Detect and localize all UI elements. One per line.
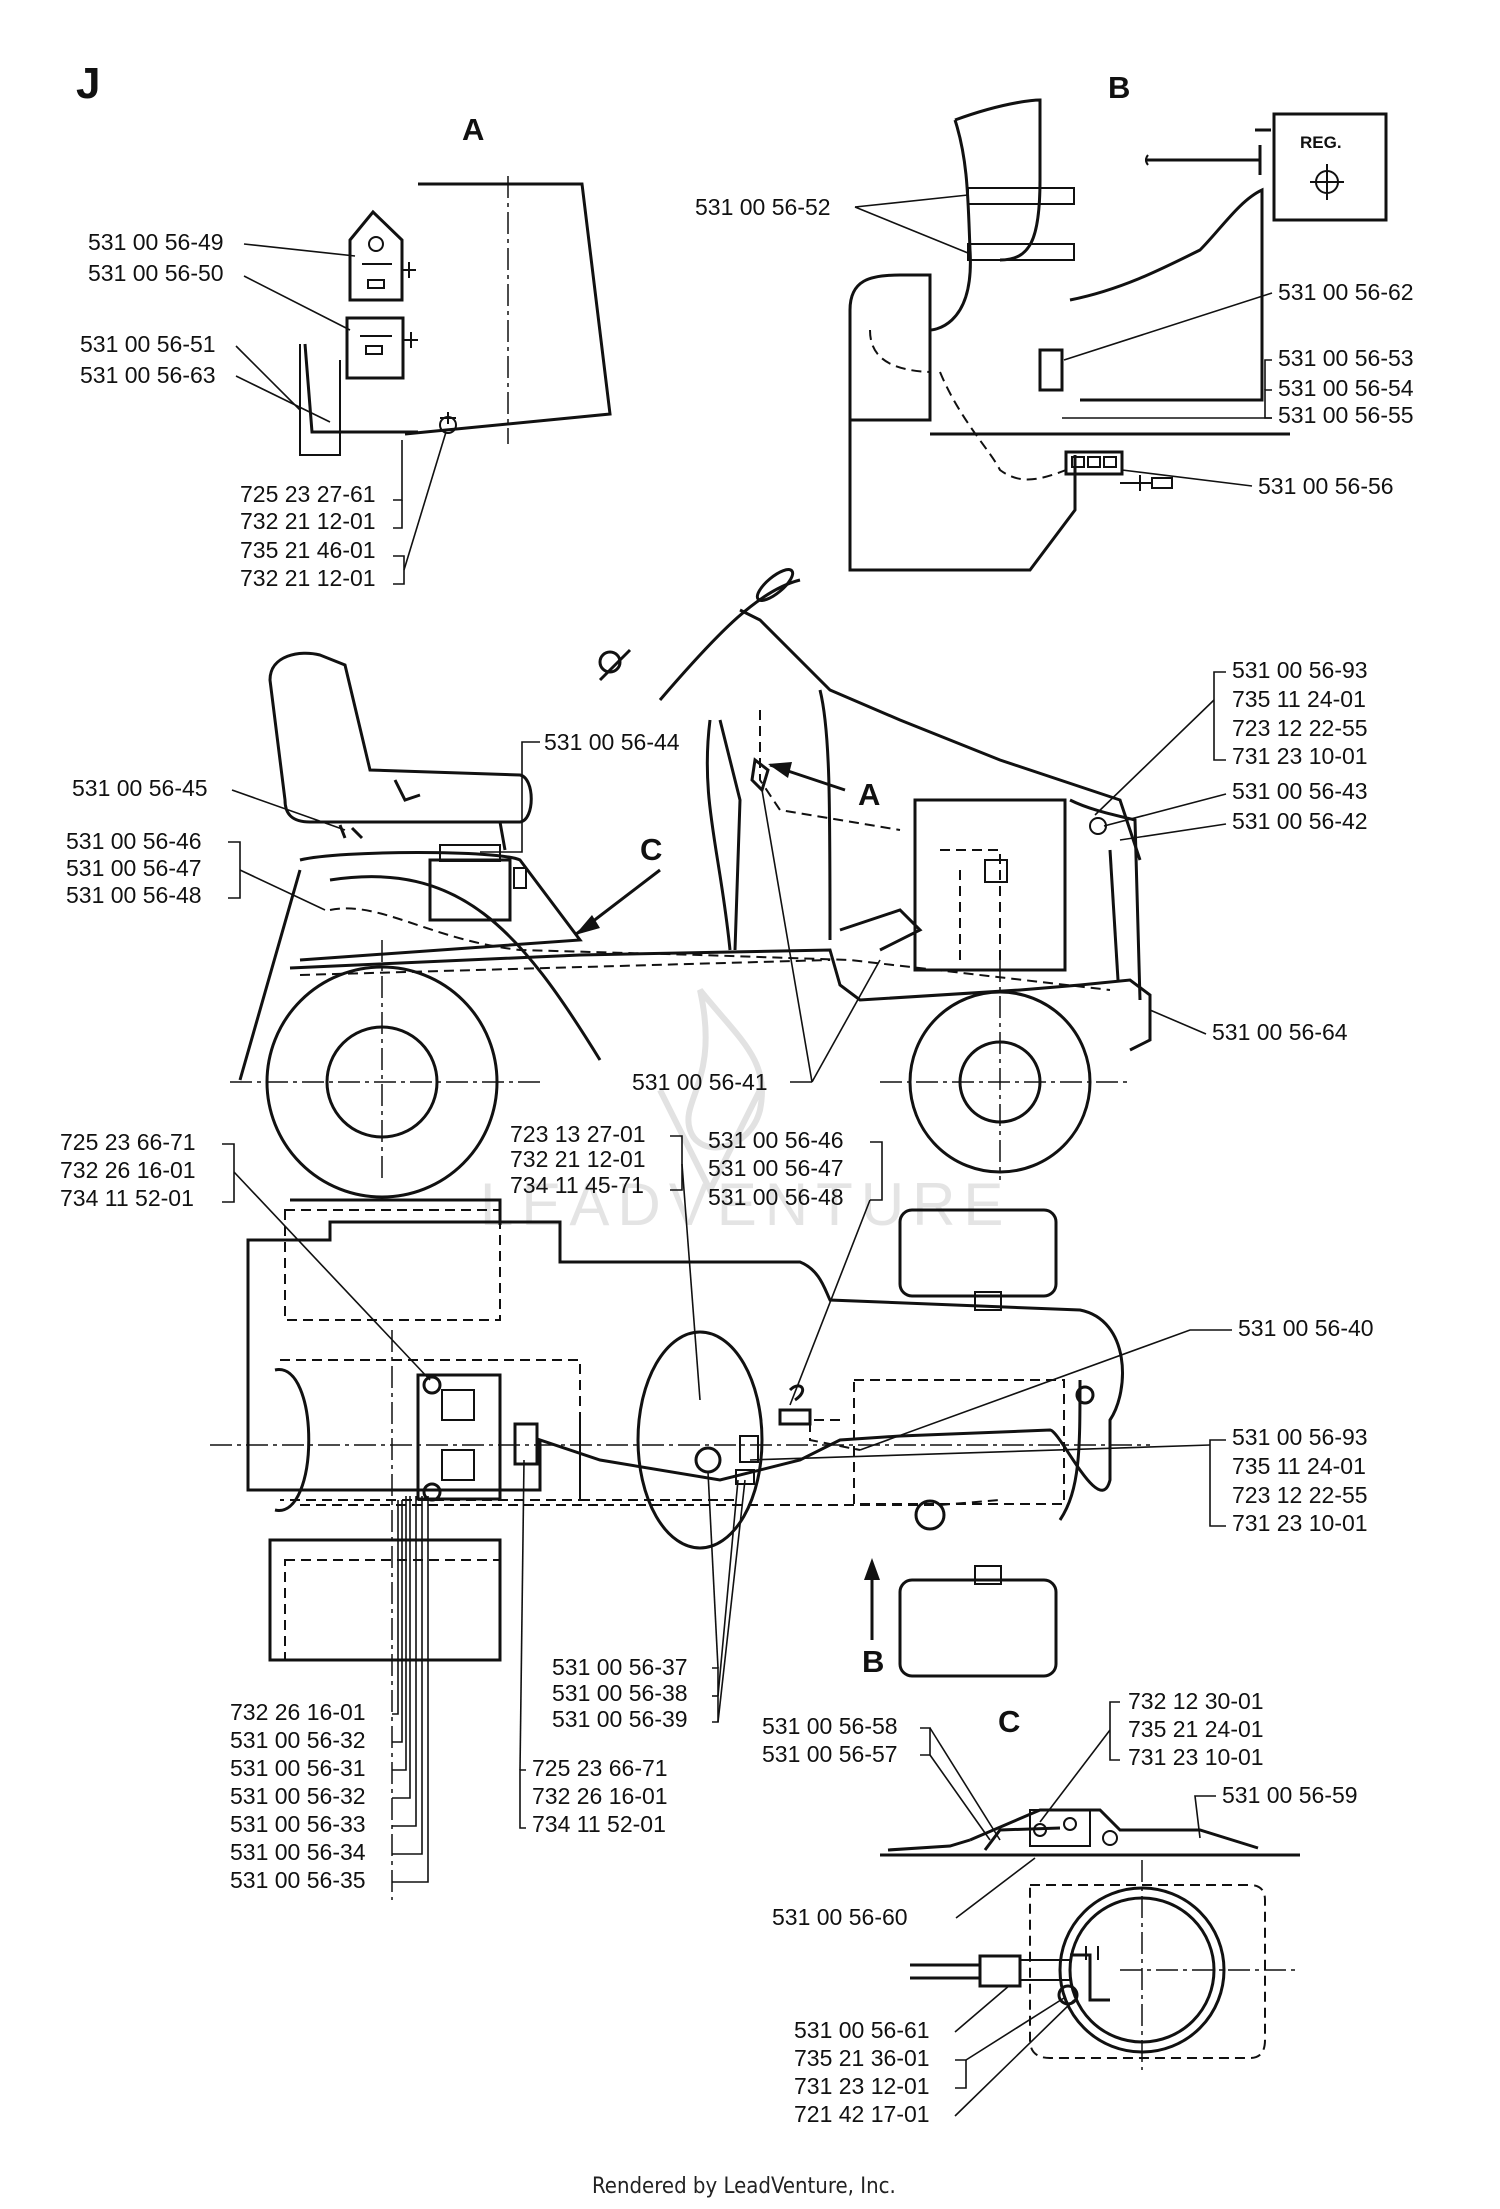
detail-c-part-6: 531 00 56-59 xyxy=(1222,1782,1358,1808)
top-view-part-25: 725 23 66-71 xyxy=(532,1755,668,1781)
top-view: B xyxy=(210,1198,1150,1900)
detail-a-part-3: 531 00 56-51 xyxy=(80,331,216,357)
top-view-part-23: 531 00 56-34 xyxy=(230,1839,366,1865)
side-view-part-1: 531 00 56-44 xyxy=(544,729,680,755)
detail-c-leaders xyxy=(920,1701,1216,2117)
detail-c-part-11: 721 42 17-01 xyxy=(794,2101,930,2127)
detail-c-part-9: 735 21 36-01 xyxy=(794,2045,930,2071)
top-view-part-15: 531 00 56-37 xyxy=(552,1654,688,1680)
side-view-leaders xyxy=(228,671,1227,1083)
reg-label: REG. xyxy=(1300,133,1342,152)
top-view-part-6: 734 11 45-71 xyxy=(510,1172,644,1198)
top-view-part-18: 732 26 16-01 xyxy=(230,1699,366,1725)
top-view-part-16: 531 00 56-38 xyxy=(552,1680,688,1706)
top-view-part-2: 732 26 16-01 xyxy=(60,1157,196,1183)
top-view-part-13: 723 12 22-55 xyxy=(1232,1482,1368,1508)
top-view-part-12: 735 11 24-01 xyxy=(1232,1453,1366,1479)
top-view-part-9: 531 00 56-48 xyxy=(708,1184,844,1210)
side-view-part-2: 531 00 56-45 xyxy=(72,775,208,801)
detail-a-part-7: 735 21 46-01 xyxy=(240,537,376,563)
top-view-part-11: 531 00 56-93 xyxy=(1232,1424,1368,1450)
detail-a-leaders xyxy=(235,243,447,585)
side-view: C A xyxy=(230,568,1152,1199)
side-view-part-9: 731 23 10-01 xyxy=(1232,743,1368,769)
detail-c-part-7: 531 00 56-60 xyxy=(772,1904,908,1930)
top-view-part-19: 531 00 56-32 xyxy=(230,1727,366,1753)
detail-a-part-6: 732 21 12-01 xyxy=(240,508,376,534)
detail-c-part-10: 731 23 12-01 xyxy=(794,2073,930,2099)
watermark-text: LEADVENTURE xyxy=(480,1171,1011,1238)
side-view-part-7: 735 11 24-01 xyxy=(1232,686,1366,712)
detail-b-part-1: 531 00 56-52 xyxy=(695,194,831,220)
detail-a-label: A xyxy=(462,112,484,147)
detail-b: B REG. xyxy=(848,70,1388,572)
detail-b-part-5: 531 00 56-55 xyxy=(1278,402,1414,428)
detail-c-part-4: 735 21 24-01 xyxy=(1128,1716,1264,1742)
detail-a-part-2: 531 00 56-50 xyxy=(88,260,224,286)
side-view-part-13: 531 00 56-41 xyxy=(632,1069,768,1095)
side-view-part-11: 531 00 56-42 xyxy=(1232,808,1368,834)
side-view-part-12: 531 00 56-64 xyxy=(1212,1019,1348,1045)
detail-a: A xyxy=(299,112,612,456)
detail-a-part-1: 531 00 56-49 xyxy=(88,229,224,255)
top-view-part-26: 732 26 16-01 xyxy=(532,1783,668,1809)
detail-b-part-3: 531 00 56-53 xyxy=(1278,345,1414,371)
detail-c-part-8: 531 00 56-61 xyxy=(794,2017,930,2043)
top-view-part-7: 531 00 56-46 xyxy=(708,1127,844,1153)
top-view-part-21: 531 00 56-32 xyxy=(230,1783,366,1809)
top-view-part-5: 732 21 12-01 xyxy=(510,1146,646,1172)
detail-b-label: B xyxy=(1108,70,1130,105)
detail-c-part-3: 732 12 30-01 xyxy=(1128,1688,1264,1714)
top-view-part-1: 725 23 66-71 xyxy=(60,1129,196,1155)
detail-a-part-4: 531 00 56-63 xyxy=(80,362,216,388)
page-label: J xyxy=(76,59,100,108)
top-view-part-14: 731 23 10-01 xyxy=(1232,1510,1368,1536)
detail-c-part-2: 531 00 56-57 xyxy=(762,1741,898,1767)
detail-a-part-5: 725 23 27-61 xyxy=(240,481,376,507)
detail-a-part-8: 732 21 12-01 xyxy=(240,565,376,591)
side-view-label-c: C xyxy=(640,832,662,867)
top-view-label-b: B xyxy=(862,1644,884,1679)
side-view-part-4: 531 00 56-47 xyxy=(66,855,202,881)
top-view-part-27: 734 11 52-01 xyxy=(532,1811,666,1837)
top-view-part-4: 723 13 27-01 xyxy=(510,1121,646,1147)
side-view-part-5: 531 00 56-48 xyxy=(66,882,202,908)
detail-c-part-5: 731 23 10-01 xyxy=(1128,1744,1264,1770)
top-view-part-10: 531 00 56-40 xyxy=(1238,1315,1374,1341)
top-view-part-3: 734 11 52-01 xyxy=(60,1185,194,1211)
detail-c: C xyxy=(880,1704,1300,2070)
top-view-part-8: 531 00 56-47 xyxy=(708,1155,844,1181)
top-view-part-24: 531 00 56-35 xyxy=(230,1867,366,1893)
footer-credit: Rendered by LeadVenture, Inc. xyxy=(592,2174,896,2199)
top-view-part-22: 531 00 56-33 xyxy=(230,1811,366,1837)
side-view-part-10: 531 00 56-43 xyxy=(1232,778,1368,804)
detail-b-part-2: 531 00 56-62 xyxy=(1278,279,1414,305)
side-view-part-8: 723 12 22-55 xyxy=(1232,715,1368,741)
detail-b-part-4: 531 00 56-54 xyxy=(1278,375,1414,401)
side-view-label-a: A xyxy=(858,777,880,812)
side-view-part-6: 531 00 56-93 xyxy=(1232,657,1368,683)
watermark-logo xyxy=(657,988,765,1197)
top-view-part-20: 531 00 56-31 xyxy=(230,1755,366,1781)
top-view-leaders xyxy=(222,1135,1232,1883)
detail-c-label: C xyxy=(998,1704,1020,1739)
top-view-part-17: 531 00 56-39 xyxy=(552,1706,688,1732)
detail-c-part-1: 531 00 56-58 xyxy=(762,1713,898,1739)
side-view-part-3: 531 00 56-46 xyxy=(66,828,202,854)
detail-b-part-6: 531 00 56-56 xyxy=(1258,473,1394,499)
detail-b-leaders xyxy=(854,194,1273,487)
